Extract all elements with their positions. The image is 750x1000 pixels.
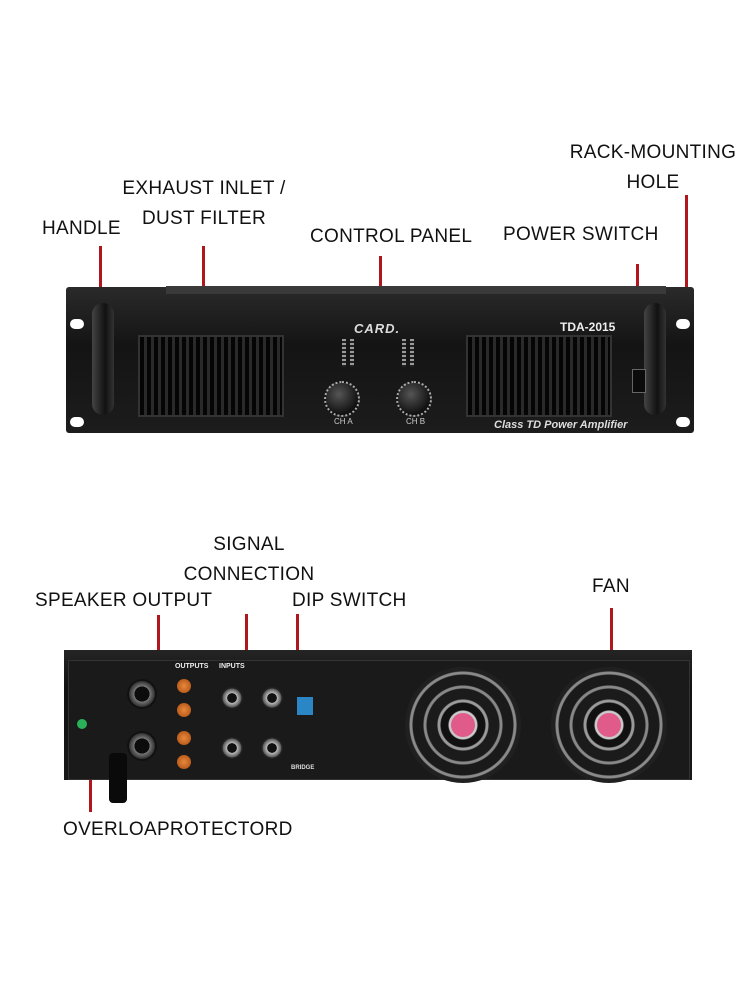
level-meter-1 bbox=[342, 339, 346, 367]
label-exhaust-line2: DUST FILTER bbox=[142, 208, 266, 229]
binding-post-4[interactable] bbox=[177, 755, 191, 769]
xlr-input-ch2-female[interactable] bbox=[261, 737, 283, 759]
inputs-title: INPUTS bbox=[219, 663, 245, 670]
vent-left bbox=[138, 335, 284, 417]
ch-b-label: CH B bbox=[406, 417, 426, 426]
cooling-fan-left bbox=[405, 667, 521, 783]
label-signal-connection: SIGNAL CONNECTION bbox=[176, 534, 322, 586]
model-number: TDA-2015 bbox=[560, 320, 616, 334]
rack-hole-bottom-right bbox=[676, 417, 690, 427]
label-power-switch: POWER SWITCH bbox=[503, 224, 659, 245]
gain-knob-ch-a[interactable] bbox=[324, 381, 360, 417]
label-signal-line1: SIGNAL bbox=[213, 534, 285, 555]
front-subtitle: Class TD Power Amplifier bbox=[494, 419, 628, 431]
ch-a-label: CH A bbox=[334, 417, 353, 426]
bridge-label: BRIDGE bbox=[291, 765, 315, 771]
xlr-input-ch1-male[interactable] bbox=[221, 687, 243, 709]
pointer-fan bbox=[610, 608, 613, 670]
fan-hub-right bbox=[597, 713, 621, 737]
binding-post-2[interactable] bbox=[177, 703, 191, 717]
label-dip-switch: DIP SWITCH bbox=[292, 590, 407, 611]
label-signal-line2: CONNECTION bbox=[183, 564, 315, 585]
xlr-input-ch1-female[interactable] bbox=[261, 687, 283, 709]
binding-post-1[interactable] bbox=[177, 679, 191, 693]
front-top-edge bbox=[166, 286, 666, 294]
level-meter-2 bbox=[350, 339, 354, 367]
gain-knob-ch-b[interactable] bbox=[396, 381, 432, 417]
level-meter-3 bbox=[402, 339, 406, 367]
vent-right bbox=[466, 335, 612, 417]
label-rack-mounting-hole: RACK-MOUNTING HOLE bbox=[568, 142, 738, 194]
label-speaker-output: SPEAKER OUTPUT bbox=[35, 590, 213, 611]
xlr-input-ch2-male[interactable] bbox=[221, 737, 243, 759]
fan-hub-left bbox=[451, 713, 475, 737]
brand-logo: CARD. bbox=[354, 321, 401, 336]
pointer-rack-hole bbox=[685, 195, 688, 301]
speakon-output-2[interactable] bbox=[127, 731, 157, 761]
level-meter-4 bbox=[410, 339, 414, 367]
rack-hole-top-left bbox=[70, 319, 84, 329]
cooling-fan-right bbox=[551, 667, 667, 783]
label-control-panel: CONTROL PANEL bbox=[310, 226, 473, 247]
power-switch[interactable] bbox=[632, 369, 646, 393]
overload-protector-indicator bbox=[77, 719, 87, 729]
power-cord bbox=[109, 753, 127, 803]
rack-hole-bottom-left bbox=[70, 417, 84, 427]
label-fan: FAN bbox=[592, 576, 630, 597]
label-exhaust-inlet: EXHAUST INLET / DUST FILTER bbox=[118, 178, 290, 230]
label-overload-protector: OVERLOAPROTECTORD bbox=[63, 819, 293, 840]
binding-post-3[interactable] bbox=[177, 731, 191, 745]
amplifier-rear-panel: OUTPUTS INPUTS BRIDGE bbox=[64, 650, 692, 803]
handle-left[interactable] bbox=[92, 303, 114, 415]
rack-hole-top-right bbox=[676, 319, 690, 329]
outputs-title: OUTPUTS bbox=[175, 663, 209, 670]
label-handle: HANDLE bbox=[42, 218, 121, 239]
speakon-output-1[interactable] bbox=[127, 679, 157, 709]
label-rack-line1: RACK-MOUNTING bbox=[569, 142, 737, 163]
handle-right[interactable] bbox=[644, 303, 666, 415]
label-exhaust-line1: EXHAUST INLET / bbox=[122, 178, 286, 199]
rear-inner-plate: OUTPUTS INPUTS BRIDGE bbox=[68, 660, 690, 803]
dip-switch[interactable] bbox=[297, 697, 313, 715]
amplifier-front-panel: CARD. TDA-2015 CH A CH B Class TD Power … bbox=[66, 286, 694, 433]
label-rack-line2: HOLE bbox=[626, 172, 680, 193]
